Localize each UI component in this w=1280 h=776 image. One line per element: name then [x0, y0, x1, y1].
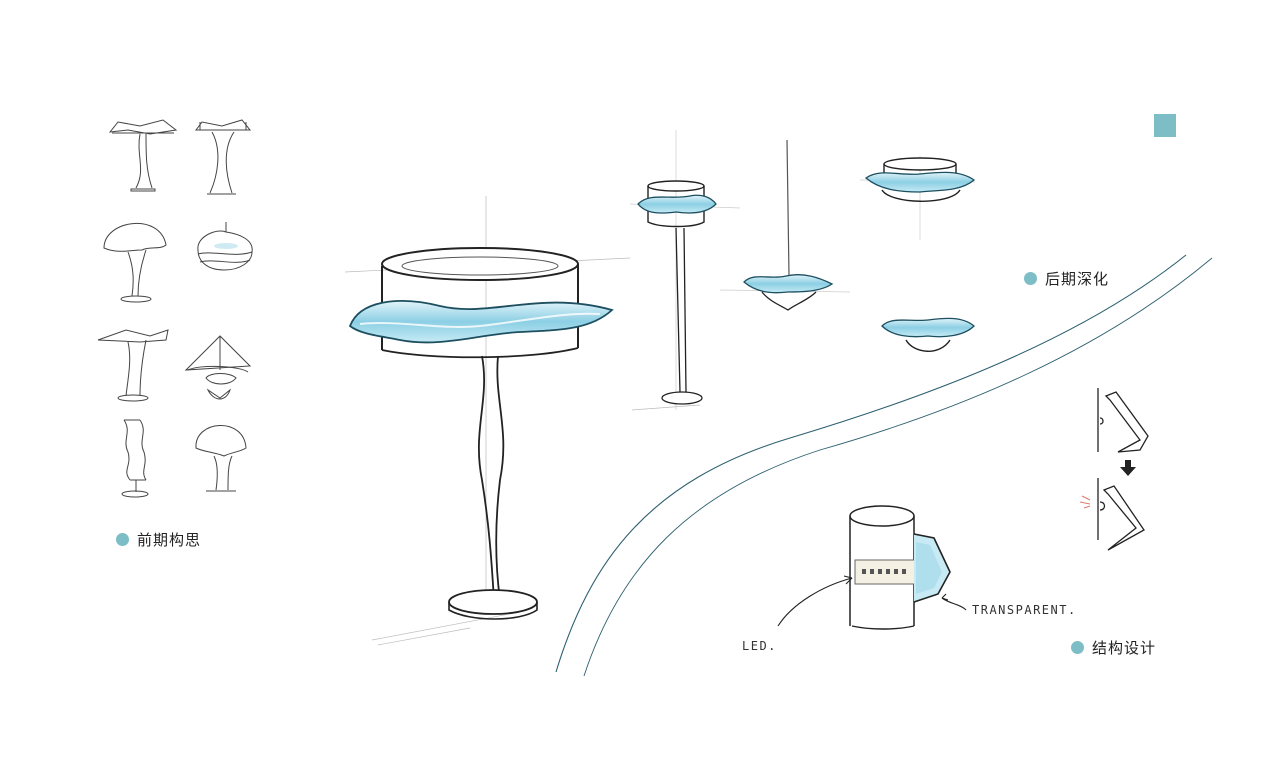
teal-dot-icon — [1024, 272, 1037, 285]
ceiling-lamp — [859, 156, 976, 240]
teal-dot-icon — [116, 533, 129, 546]
section-title: 结构设计 — [1092, 639, 1157, 657]
concept-sketch-7 — [121, 419, 149, 498]
dividing-curves — [555, 254, 1213, 677]
section-title: 后期深化 — [1045, 270, 1110, 288]
section-label-structure: 结构设计 — [1071, 637, 1156, 658]
early-concept-thumbnails — [97, 119, 253, 498]
main-floor-lamp — [344, 196, 631, 646]
concept-sketch-1 — [108, 119, 178, 192]
section-label-early-concept: 前期构思 — [116, 529, 201, 550]
concept-sketch-8 — [195, 425, 247, 492]
corner-accent-square — [1154, 114, 1176, 137]
concept-sketch-4 — [197, 222, 253, 271]
glass-wave-band — [348, 300, 614, 344]
concept-sketch-6 — [184, 335, 252, 400]
concept-sketch-3 — [103, 222, 167, 303]
teal-dot-icon — [1071, 641, 1084, 654]
concept-sketch-2 — [195, 119, 252, 195]
section-label-refinement: 后期深化 — [1024, 268, 1109, 289]
pendant-lamp — [719, 139, 851, 311]
led-cylinder-section: LED. TRANSPARENT. — [742, 505, 1077, 653]
clip-detail-before — [1097, 388, 1149, 453]
wall-lamp — [881, 317, 975, 352]
clip-detail-after — [1079, 478, 1145, 551]
small-floor-lamp — [629, 130, 741, 411]
transparent-annotation: TRANSPARENT. — [972, 603, 1077, 617]
arrow-down-icon — [1120, 460, 1136, 476]
led-annotation: LED. — [742, 639, 777, 653]
section-title: 前期构思 — [137, 531, 202, 549]
refinement-sketches — [629, 130, 976, 411]
concept-sketch-5 — [97, 329, 169, 402]
structure-sketches: LED. TRANSPARENT. — [742, 388, 1149, 653]
